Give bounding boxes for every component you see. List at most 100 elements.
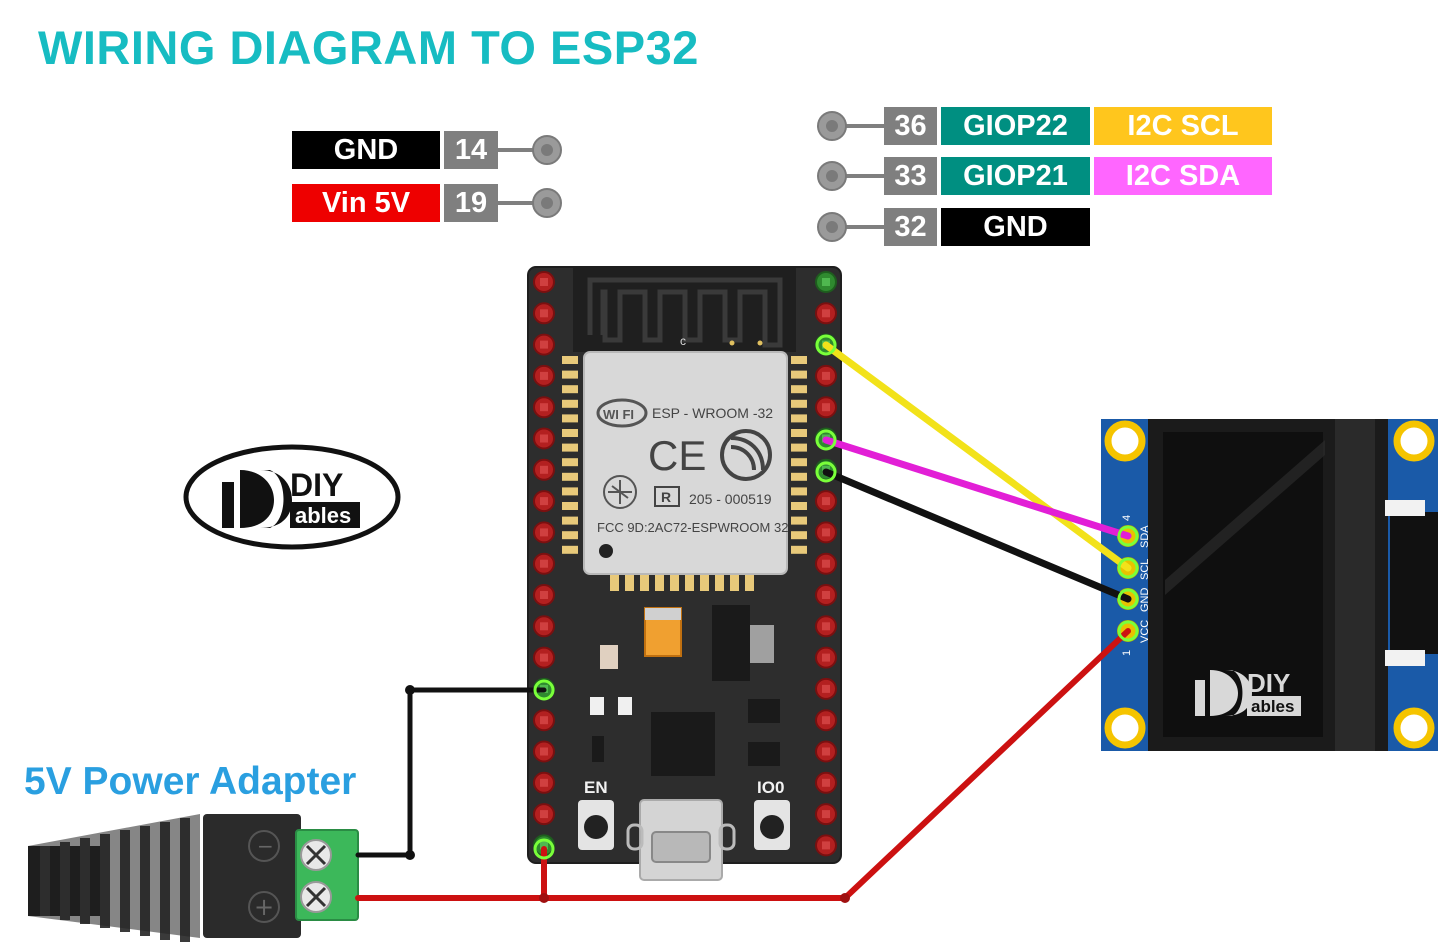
- oled-gnd-wire: [822, 468, 1132, 603]
- r-mark: R: [661, 489, 671, 505]
- module-pad: [791, 458, 807, 467]
- module-pad: [791, 531, 807, 540]
- module-pad: [670, 575, 679, 591]
- module-pad: [562, 429, 578, 437]
- header-pin-square: [822, 778, 830, 787]
- wire-joints: [405, 685, 415, 860]
- header-pin-square: [540, 434, 548, 443]
- espressif-icon: [720, 429, 772, 481]
- pin-19-label: 19: [444, 184, 498, 222]
- pin-36-label: 36: [884, 107, 937, 145]
- diagram-title: WIRING DIAGRAM TO ESP32: [38, 21, 699, 74]
- module-pad: [791, 356, 807, 364]
- module-pad: [791, 545, 807, 554]
- module-pad: [745, 575, 754, 591]
- header-pin-square: [822, 747, 830, 756]
- io0-button-label: IO0: [757, 778, 784, 797]
- header-pin-square: [540, 371, 548, 380]
- pin-14-label: 14: [444, 131, 498, 169]
- header-pin-square: [822, 591, 830, 599]
- header-pin-square: [822, 403, 830, 412]
- module-pad: [791, 370, 807, 379]
- logo-ables-text: ables: [295, 503, 351, 528]
- i2c-scl-label: I2C SCL: [1094, 107, 1272, 145]
- header-pin-square: [822, 810, 830, 819]
- giop22-label: GIOP22: [941, 107, 1090, 145]
- power-adapter: − +: [28, 814, 359, 942]
- header-pin-square: [540, 528, 548, 537]
- wire-endpoints: [533, 334, 1139, 860]
- module-pad: [791, 472, 807, 481]
- header-pin-square: [822, 622, 830, 631]
- module-pad: [562, 502, 578, 510]
- pin-33-label: 33: [884, 157, 937, 195]
- giop21-label: GIOP21: [941, 157, 1090, 195]
- header-pin-square: [540, 309, 548, 318]
- i2c-sda-label: I2C SDA: [1094, 157, 1272, 195]
- header-pin-square: [822, 684, 830, 693]
- header-pin-square: [540, 716, 548, 725]
- scl-wire: [822, 341, 1132, 572]
- header-pin-square: [822, 653, 830, 662]
- module-pad: [791, 502, 807, 510]
- header-pin-square: [540, 403, 548, 412]
- oled-vcc-label: VCC: [1139, 620, 1151, 643]
- oled-sda-label: SDA: [1139, 525, 1151, 548]
- pin-32-label: 32: [884, 208, 937, 246]
- module-pad: [715, 575, 724, 591]
- gnd-label: GND: [292, 131, 440, 169]
- header-pin-square: [540, 622, 548, 631]
- sda-wire: [822, 436, 1132, 540]
- plus-mark: +: [254, 893, 274, 921]
- en-button: [584, 815, 608, 839]
- diyables-logo: DIY ables: [183, 444, 401, 550]
- oled-logo-diy: DIY: [1247, 668, 1290, 698]
- module-pad: [625, 575, 634, 591]
- power-adapter-label: 5V Power Adapter: [24, 760, 357, 803]
- header-pin-square: [540, 340, 548, 349]
- header-pin-square: [540, 747, 548, 756]
- header-pin-square: [540, 497, 548, 506]
- module-castellated-pads: [562, 356, 807, 591]
- micro-usb-port: [626, 799, 736, 881]
- module-pad: [791, 487, 807, 496]
- module-pad: [791, 414, 807, 423]
- header-pin-square: [540, 591, 548, 599]
- module-pad: [610, 575, 619, 591]
- vin-5v-label: Vin 5V: [292, 184, 440, 222]
- header-pin-square: [540, 810, 548, 819]
- module-pad: [791, 516, 807, 525]
- module-pad: [562, 487, 578, 496]
- certification-icon: [603, 475, 637, 509]
- oled-mounting-holes: [1104, 420, 1435, 749]
- antenna-mark: c: [680, 334, 686, 348]
- adapter-gnd-wire: [355, 687, 547, 858]
- pin-leader-dots: [532, 111, 847, 242]
- gnd-right-label: GND: [941, 208, 1090, 246]
- esp32-board: c WI FI ESP - WROOM -32 CE R 205 - 00051…: [527, 266, 842, 881]
- module-pad: [562, 399, 578, 408]
- io0-button: [760, 815, 784, 839]
- fcc-id: FCC 9D:2AC72-ESPWROOM 32: [597, 520, 788, 535]
- module-pad: [791, 399, 807, 408]
- module-pad: [791, 429, 807, 437]
- ce-mark: CE: [648, 432, 706, 479]
- module-pad: [791, 443, 807, 452]
- header-pin-square: [822, 371, 830, 380]
- header-pin-square: [540, 653, 548, 662]
- oled-diyables-logo: DIY ables: [1195, 668, 1301, 716]
- module-pad: [562, 414, 578, 423]
- module-pad: [562, 370, 578, 379]
- minus-mark: −: [257, 834, 274, 858]
- header-pins: [533, 271, 837, 857]
- en-button-label: EN: [584, 778, 608, 797]
- header-pin-square: [822, 278, 830, 286]
- header-pin-square: [822, 716, 830, 725]
- module-pad: [562, 531, 578, 540]
- module-pad: [562, 516, 578, 525]
- header-pin-square: [540, 559, 548, 568]
- module-pad: [640, 575, 649, 591]
- module-pad: [562, 545, 578, 554]
- module-pad: [562, 443, 578, 452]
